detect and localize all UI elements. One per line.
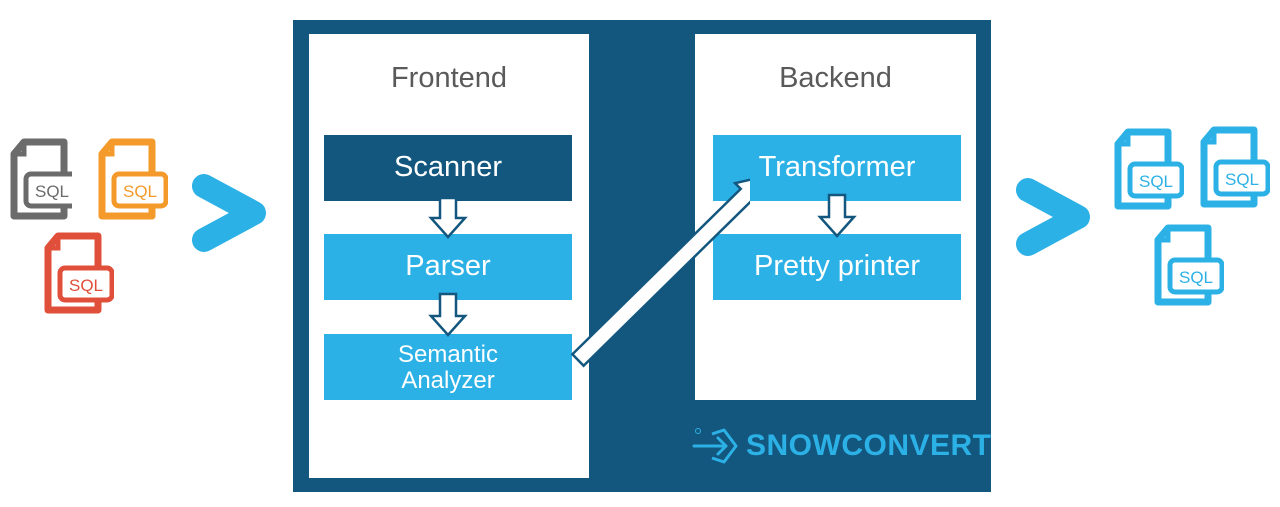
stage-scanner: Scanner: [324, 135, 572, 201]
snowconvert-logo-text: SNOWCONVERT: [746, 429, 992, 462]
sql-file-icon-blue: SQL: [1154, 224, 1224, 306]
arrow-down-icon: [428, 292, 468, 337]
stage-transformer: Transformer: [713, 135, 961, 201]
stage-parser: Parser: [324, 234, 572, 300]
chevron-right-icon: [192, 174, 266, 252]
sql-file-icon-red: SQL: [44, 232, 114, 314]
stage-semantic-analyzer-label: Semantic Analyzer: [397, 340, 499, 394]
sql-file-label: SQL: [123, 182, 157, 201]
sql-file-label: SQL: [1225, 170, 1259, 189]
snowconvert-logo: SNOWCONVERT: [692, 426, 992, 466]
chevron-right-icon: [1016, 178, 1090, 256]
snowconvert-logo-icon: [692, 428, 738, 464]
sql-file-label: SQL: [69, 276, 103, 295]
sql-file-icon-blue: SQL: [1200, 126, 1270, 208]
arrow-down-icon: [817, 193, 857, 238]
frontend-title: Frontend: [390, 62, 508, 94]
backend-title: Backend: [779, 62, 892, 94]
stage-pretty-printer: Pretty printer: [713, 234, 961, 300]
sql-file-label: SQL: [1179, 268, 1213, 287]
sql-file-label: SQL: [1139, 172, 1173, 191]
arrow-down-icon: [428, 196, 468, 239]
arrow-frontend-to-backend: [570, 174, 750, 368]
sql-file-icon-blue: SQL: [1114, 128, 1184, 210]
sql-file-icon-gray: SQL: [10, 138, 72, 220]
sql-file-label: SQL: [35, 182, 69, 201]
backend-panel: Backend: [695, 34, 976, 400]
sql-file-icon-orange: SQL: [98, 138, 168, 220]
stage-semantic-analyzer: Semantic Analyzer: [324, 334, 572, 400]
